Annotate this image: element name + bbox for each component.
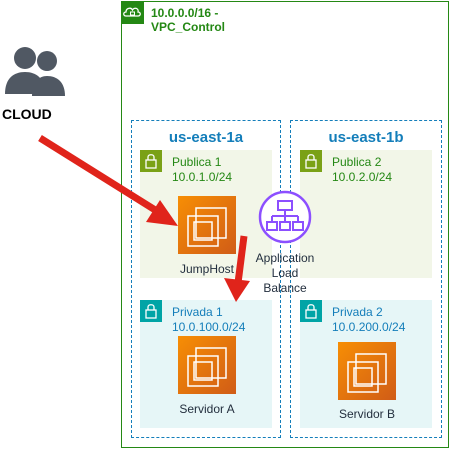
subnet-cidr: 10.0.100.0/24: [172, 320, 246, 334]
subnet-name: Publica 2: [332, 155, 382, 169]
arrowhead: [224, 278, 250, 302]
availability-zone-b: us-east-1b: [290, 120, 442, 438]
arrow-jumphost-to-servidor-a: [234, 235, 248, 284]
subnet-cidr: 10.0.200.0/24: [332, 320, 406, 334]
vpc-boundary: [121, 1, 449, 448]
lock-icon: [140, 150, 162, 172]
subnet-private-1-title: Privada 1 10.0.100.0/24: [172, 305, 245, 335]
servidor-a-label: Servidor A: [179, 402, 235, 416]
vpc-name: VPC_Control: [151, 20, 226, 34]
actor-label: CLOUD: [2, 106, 52, 122]
az-a-title: us-east-1a: [168, 129, 244, 146]
subnet-private-2-title: Privada 2 10.0.200.0/24: [332, 305, 405, 335]
lock-icon: [300, 300, 322, 322]
alb-label-line: Application: [255, 251, 315, 265]
load-balancer-icon: [258, 190, 312, 244]
ec2-instance-icon: [178, 336, 236, 394]
vpc-title: 10.0.0.0/16 - VPC_Control: [151, 6, 261, 34]
subnet-public-2: [300, 150, 432, 278]
alb-label-line: Load: [271, 266, 299, 280]
ec2-instance-icon: [178, 196, 236, 254]
alb-label-line: Balance: [263, 281, 307, 295]
availability-zone-a: us-east-1a: [131, 120, 281, 438]
lock-icon: [140, 300, 162, 322]
lock-icon: [300, 150, 322, 172]
arrow-cloud-to-jumphost: [38, 135, 162, 216]
servidor-b-label: Servidor B: [338, 407, 396, 421]
users-icon: [5, 47, 65, 96]
az-b-title: us-east-1b: [328, 129, 404, 146]
vpc-cidr: 10.0.0.0/16 -: [151, 6, 219, 20]
subnet-public-1-title: Publica 1 10.0.1.0/24: [172, 155, 232, 185]
cloud-lock-icon: [121, 1, 144, 24]
arrowhead: [146, 200, 178, 226]
subnet-name: Privada 1: [172, 305, 223, 319]
subnet-name: Publica 1: [172, 155, 222, 169]
ec2-instance-icon: [338, 342, 396, 400]
jumphost-label: JumpHost: [179, 262, 235, 276]
subnet-public-2-title: Publica 2 10.0.2.0/24: [332, 155, 392, 185]
alb-label: Application Load Balance: [245, 251, 325, 296]
subnet-cidr: 10.0.1.0/24: [172, 170, 233, 184]
subnet-name: Privada 2: [332, 305, 383, 319]
subnet-cidr: 10.0.2.0/24: [332, 170, 393, 184]
